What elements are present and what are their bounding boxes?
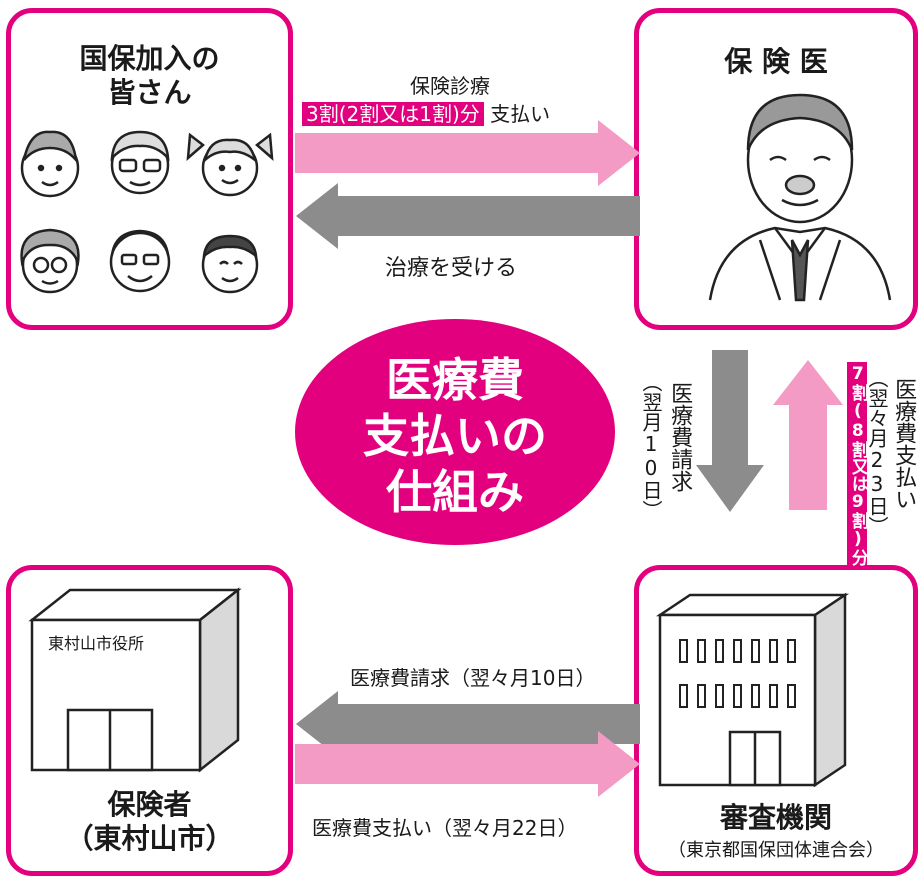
pay-up-highlight: 7割(8割又は9割)分 [847, 362, 868, 568]
face-5-icon [109, 229, 171, 293]
center-title-line-2: 支払いの [363, 409, 547, 463]
center-title-line-1: 医療費 [386, 353, 524, 407]
doctor-title: 保 険 医 [724, 45, 828, 78]
bottom-pay-arrow [295, 731, 640, 797]
faces-group [20, 130, 274, 294]
review-subtitle: （東京都国保団体連合会） [668, 840, 884, 861]
cityhall-sign: 東村山市役所 [48, 634, 145, 653]
claim-down-paren: （翌月10日） [639, 372, 663, 520]
face-3-icon [186, 132, 274, 197]
face-4-icon [20, 228, 80, 294]
face-6-icon [201, 234, 259, 294]
center-title-line-3: 仕組み [386, 465, 524, 519]
treatment-arrow [296, 183, 640, 249]
top-arrow-pay-line: 3割(2割又は1割)分 支払い [302, 98, 550, 127]
copay-arrow [295, 120, 640, 186]
top-arrow-suffix: 支払い [490, 102, 551, 126]
insurer-title-line-2: （東村山市） [65, 822, 234, 855]
claim-down-main: 医療費請求 [667, 382, 693, 492]
bottom-claim-label: 医療費請求（翌々月10日） [350, 666, 596, 690]
pay-up-paren: （翌々月23日） [865, 368, 889, 536]
doctor-illustration [708, 93, 892, 302]
insurer-title-line-1: 保険者 [107, 788, 192, 821]
members-title-line-2: 皆さん [107, 76, 192, 109]
face-2-icon [110, 130, 170, 195]
pay-up-main: 医療費支払い [891, 378, 917, 510]
review-title: 審査機関 [719, 801, 832, 834]
insurer-title: 保険者 （東村山市） [6, 788, 293, 856]
cityhall-illustration [28, 587, 242, 773]
top-arrow-highlight: 3割(2割又は1割)分 [302, 102, 484, 126]
members-title-line-1: 国保加入の [79, 42, 220, 75]
center-title: 医療費 支払いの 仕組み [295, 352, 615, 520]
top-arrow-label: 保険診療 [410, 74, 490, 98]
review-building-illustration [655, 592, 850, 788]
bottom-claim-arrow [296, 691, 640, 757]
claim-down-arrow [696, 350, 764, 512]
members-title: 国保加入の 皆さん [6, 42, 293, 110]
center-ellipse [295, 319, 615, 545]
pay-up-arrow [773, 360, 843, 510]
face-1-icon [20, 130, 80, 198]
bottom-pay-label: 医療費支払い（翌々月22日） [312, 816, 578, 840]
treatment-label: 治療を受ける [385, 256, 518, 281]
